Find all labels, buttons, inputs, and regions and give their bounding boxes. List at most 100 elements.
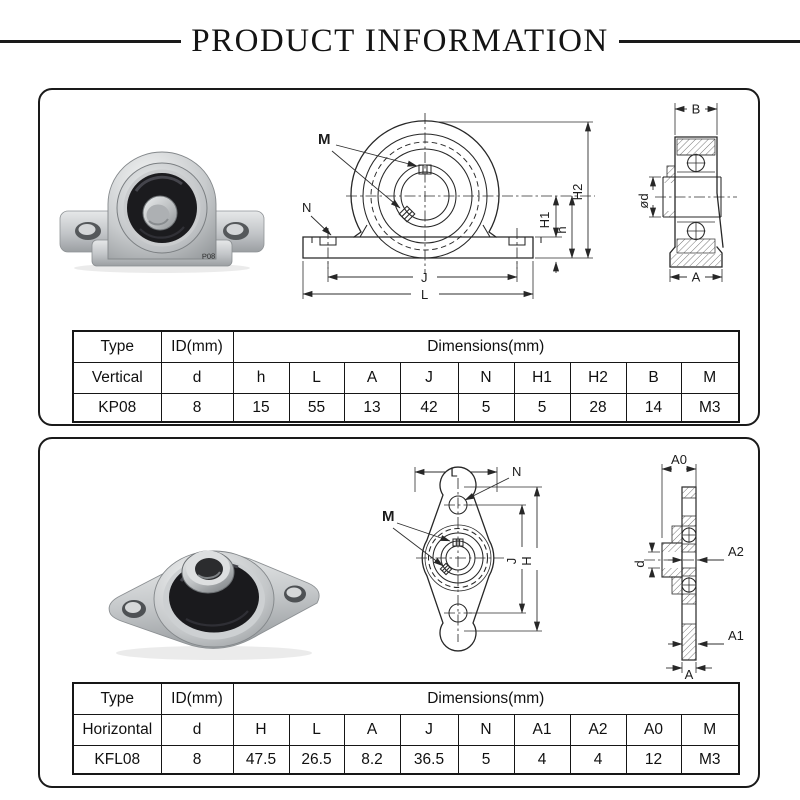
spec-cell: Horizontal [72, 714, 162, 746]
spec-cell: M3 [680, 745, 740, 775]
dim-label-h2: H2 [570, 184, 585, 201]
dim-label-l: L [421, 287, 428, 302]
spec-cell: 8.2 [343, 745, 401, 775]
spec-cell: 4 [513, 745, 571, 775]
dim-label-n: N [512, 464, 521, 479]
title-bar: PRODUCT INFORMATION [0, 20, 800, 62]
spec-cell: 26.5 [288, 745, 345, 775]
spec-cell: d [160, 714, 234, 746]
spec-cell: ID(mm) [160, 682, 234, 715]
kfl08-front-view-drawing: L N M J H [382, 464, 542, 652]
spec-cell: Dimensions(mm) [232, 330, 740, 363]
spec-cell: 8 [160, 745, 234, 775]
spec-cell: H [232, 714, 290, 746]
spec-cell: 5 [457, 745, 515, 775]
dim-label-m: M [318, 131, 331, 148]
kfl08-product-photo [108, 550, 320, 660]
spec-cell: A [343, 362, 401, 394]
dim-label-h: H [519, 556, 534, 565]
spec-cell: H1 [513, 362, 571, 394]
spec-cell: B [625, 362, 682, 394]
dim-label-a: A [692, 270, 701, 285]
dim-label-a0: A0 [671, 452, 687, 467]
page-title: PRODUCT INFORMATION [191, 22, 609, 59]
spec-cell: 12 [625, 745, 682, 775]
photo-shadow [116, 646, 312, 660]
table-value-row: KP08 8 15 55 13 42 5 5 28 14 M3 [72, 393, 740, 423]
table-value-row: KFL08 8 47.5 26.5 8.2 36.5 5 4 4 12 M3 [72, 745, 740, 775]
bearing-face [116, 162, 208, 254]
dim-label-a1: A1 [728, 628, 744, 643]
spec-cell: 5 [457, 393, 515, 423]
kp08-side-view-drawing: B ød A [636, 102, 737, 285]
table-symbol-row: Horizontal d H L A J N A1 A2 A0 M [72, 714, 740, 746]
spec-cell: 15 [232, 393, 290, 423]
spec-cell: 28 [569, 393, 627, 423]
kp08-front-view-drawing: M N J L H1 h H2 [302, 113, 595, 302]
section-body [661, 486, 697, 661]
title-rule-right [618, 39, 800, 43]
shaft-bore [181, 550, 235, 594]
spec-cell: Vertical [72, 362, 162, 394]
dimension-lines [414, 467, 542, 632]
dim-label-h: h [554, 226, 569, 233]
table-header-row: Type ID(mm) Dimensions(mm) [72, 682, 740, 715]
spec-cell: L [288, 714, 345, 746]
spec-cell: Type [72, 330, 162, 363]
set-screws [398, 164, 432, 223]
spec-cell: KP08 [72, 393, 162, 423]
dim-label-d: d [632, 560, 647, 567]
dimension-lines [648, 464, 724, 673]
dim-label-l: L [450, 465, 457, 480]
dim-label-m: M [382, 508, 395, 525]
spec-cell: N [457, 714, 515, 746]
kp08-product-photo: P08 [59, 151, 265, 273]
spec-cell: 4 [569, 745, 627, 775]
mount-holes [122, 585, 306, 618]
spec-cell: 55 [288, 393, 345, 423]
dim-label-a: A [685, 667, 694, 680]
housing-outline [302, 120, 542, 259]
dim-label-od: ød [636, 193, 651, 208]
spec-cell: M3 [680, 393, 740, 423]
spec-cell: J [399, 714, 459, 746]
spec-cell: A [343, 714, 401, 746]
spec-cell: 47.5 [232, 745, 290, 775]
spec-cell: M [680, 362, 740, 394]
spec-cell: 8 [160, 393, 234, 423]
kfl08-side-view-drawing: A0 d A2 A1 A [632, 452, 744, 680]
spec-cell: A1 [513, 714, 571, 746]
hole-centerlines [444, 504, 472, 614]
dim-label-j: J [504, 558, 519, 565]
spec-cell: J [399, 362, 459, 394]
kp08-spec-table: Type ID(mm) Dimensions(mm) Vertical d h … [72, 330, 740, 423]
spec-cell: M [680, 714, 740, 746]
spec-cell: H2 [569, 362, 627, 394]
table-header-row: Type ID(mm) Dimensions(mm) [72, 330, 740, 363]
spec-cell: A0 [625, 714, 682, 746]
spec-cell: KFL08 [72, 745, 162, 775]
leader-lines [392, 477, 510, 567]
dim-label-h1: H1 [537, 212, 552, 229]
title-rule-left [0, 39, 182, 43]
spec-cell: A2 [569, 714, 627, 746]
dim-label-n: N [302, 200, 311, 215]
dimension-lines [649, 103, 723, 282]
kfl08-spec-table: Type ID(mm) Dimensions(mm) Horizontal d … [72, 682, 740, 775]
dimension-lines [302, 121, 593, 299]
spec-cell: 14 [625, 393, 682, 423]
dim-label-b: B [692, 102, 701, 117]
spec-cell: h [232, 362, 290, 394]
spec-cell: Type [72, 682, 162, 715]
spec-cell: 36.5 [399, 745, 459, 775]
spec-cell: 13 [343, 393, 401, 423]
spec-cell: 42 [399, 393, 459, 423]
set-screws [439, 538, 464, 576]
spec-cell: d [160, 362, 234, 394]
leader-lines [310, 144, 418, 236]
base-stamp: P08 [202, 252, 216, 261]
table-symbol-row: Vertical d h L A J N H1 H2 B M [72, 362, 740, 394]
spec-cell: Dimensions(mm) [232, 682, 740, 715]
spec-cell: 5 [513, 393, 571, 423]
